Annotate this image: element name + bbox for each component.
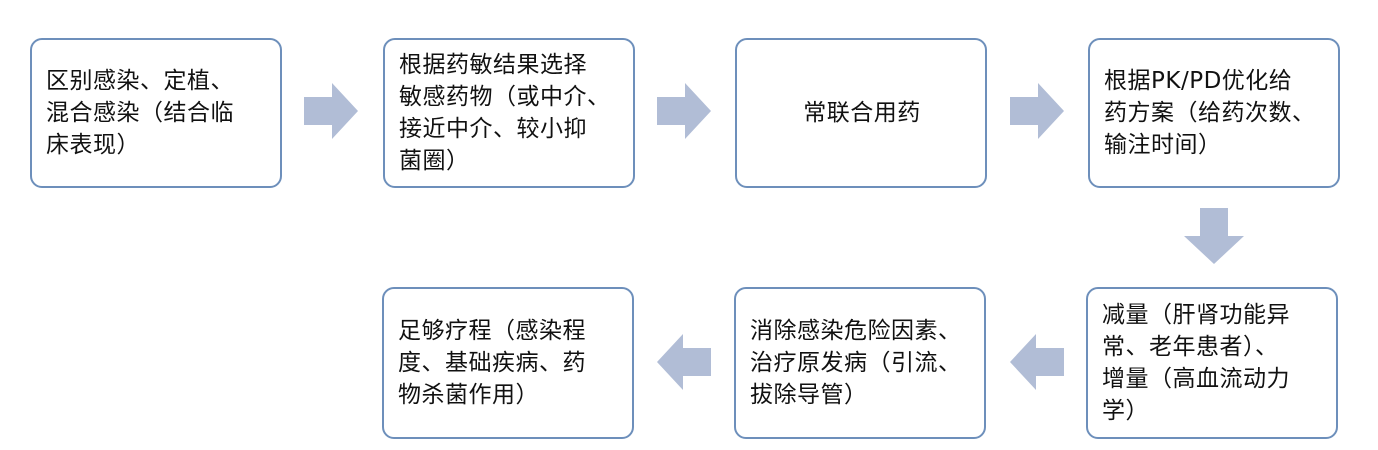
step-text-1: 区别感染、定植、 混合感染（结合临 床表现） [46,67,234,159]
step-box-3: 常联合用药 [735,38,987,188]
step-text-4: 根据PK/PD优化给 药方案（给药次数、 输注时间） [1104,67,1316,159]
arrow-right-icon [304,83,358,139]
step-text-6: 消除感染危险因素、 治疗原发病（引流、 拔除导管） [750,317,962,409]
step-box-4: 根据PK/PD优化给 药方案（给药次数、 输注时间） [1088,38,1340,188]
arrow-down-icon [1184,208,1244,264]
step-text-5: 减量（肝肾功能异 常、老年患者）、 增量（高血流动力 学） [1102,301,1290,425]
arrow-left-icon [1010,334,1064,390]
arrow-right-icon [657,83,711,139]
step-text-3: 常联合用药 [803,99,921,126]
step-box-7: 足够疗程（感染程 度、基础疾病、药 物杀菌作用） [382,287,634,439]
arrow-right-icon [1010,83,1064,139]
step-box-2: 根据药敏结果选择 敏感药物（或中介、 接近中介、较小抑 菌圈） [383,38,635,188]
step-text-7: 足够疗程（感染程 度、基础疾病、药 物杀菌作用） [398,317,586,409]
arrow-left-icon [657,334,711,390]
step-box-1: 区别感染、定植、 混合感染（结合临 床表现） [30,38,282,188]
step-box-6: 消除感染危险因素、 治疗原发病（引流、 拔除导管） [734,287,986,439]
step-box-5: 减量（肝肾功能异 常、老年患者）、 增量（高血流动力 学） [1086,287,1338,439]
step-text-2: 根据药敏结果选择 敏感药物（或中介、 接近中介、较小抑 菌圈） [399,51,611,175]
